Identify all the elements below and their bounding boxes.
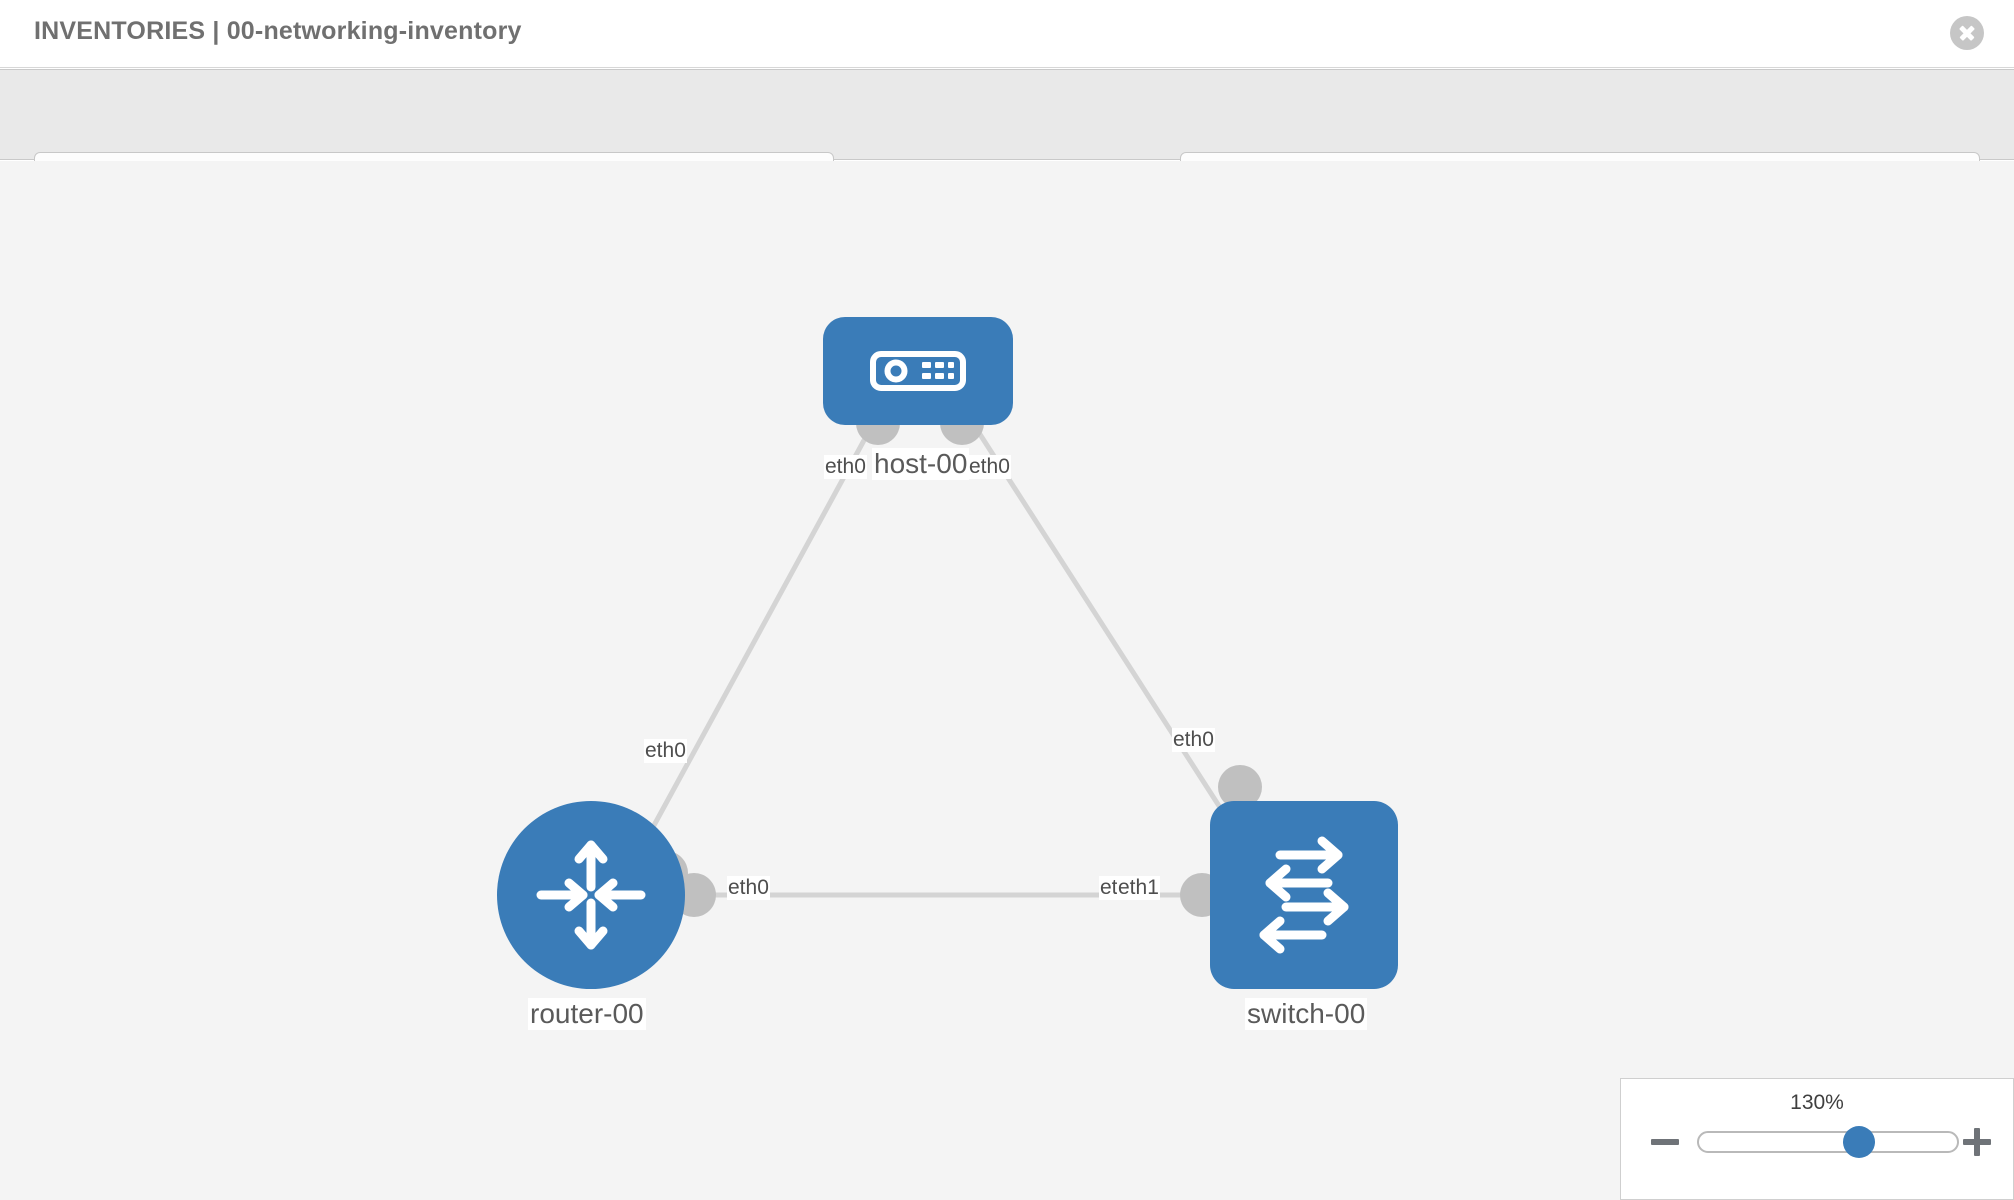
link-host-router (637, 409, 883, 853)
interface-label-router-trunk: eth0 (727, 876, 770, 901)
link-host-switch (962, 409, 1251, 853)
zoom-in-button[interactable] (1963, 1128, 1991, 1156)
page-header: INVENTORIES | 00-networking-inventory (0, 0, 2014, 68)
topology-node-label-router: router-00 (528, 998, 646, 1031)
server-icon (870, 351, 966, 391)
zoom-out-button[interactable] (1651, 1128, 1679, 1156)
topology-node-label-switch: switch-00 (1245, 998, 1368, 1031)
topology-node-label-host: host-00 (872, 448, 970, 481)
topology-node-host[interactable] (823, 317, 1013, 425)
interface-label-host-right: eth0 (968, 455, 1011, 480)
interface-label-switch-trunk: eth1 (1117, 876, 1160, 901)
zoom-control-panel: 130% (1620, 1078, 2014, 1200)
switch-arrows-icon (1259, 836, 1349, 954)
interface-label-switch-uplink: eth0 (1172, 728, 1215, 753)
zoom-slider-track[interactable] (1697, 1126, 1959, 1158)
zoom-level-value: 130% (1790, 1091, 1844, 1114)
topology-node-switch[interactable] (1210, 801, 1398, 989)
close-icon[interactable] (1950, 16, 1984, 50)
toolbar: ACTIONS SEARCH (0, 69, 2014, 204)
topology-node-router[interactable] (497, 801, 685, 989)
router-arrows-icon (536, 840, 646, 950)
interface-label-router-uplink: eth0 (644, 739, 687, 764)
page-title: INVENTORIES | 00-networking-inventory (34, 17, 522, 45)
topology-canvas[interactable]: host-00 router-00 (0, 161, 2014, 1200)
interface-label-host-left: eth0 (824, 455, 867, 480)
zoom-slider-thumb[interactable] (1842, 1126, 1875, 1158)
topology-links (637, 401, 1262, 917)
